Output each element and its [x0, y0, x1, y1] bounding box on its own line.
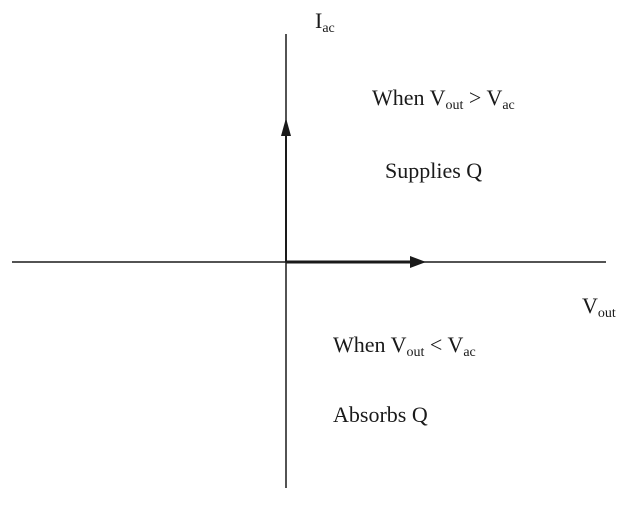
absorbs-q-label: Absorbs Q [333, 402, 428, 427]
current-phasor-arrowhead [281, 118, 291, 136]
voltage-phasor-arrowhead [410, 256, 426, 268]
supply-condition-label: When Vout > Vac [372, 85, 515, 113]
y-axis-label: Iac [315, 8, 335, 36]
absorb-condition-label: When Vout < Vac [333, 332, 476, 360]
supplies-q-label: Supplies Q [385, 158, 483, 183]
x-axis-label: Vout [582, 293, 616, 321]
